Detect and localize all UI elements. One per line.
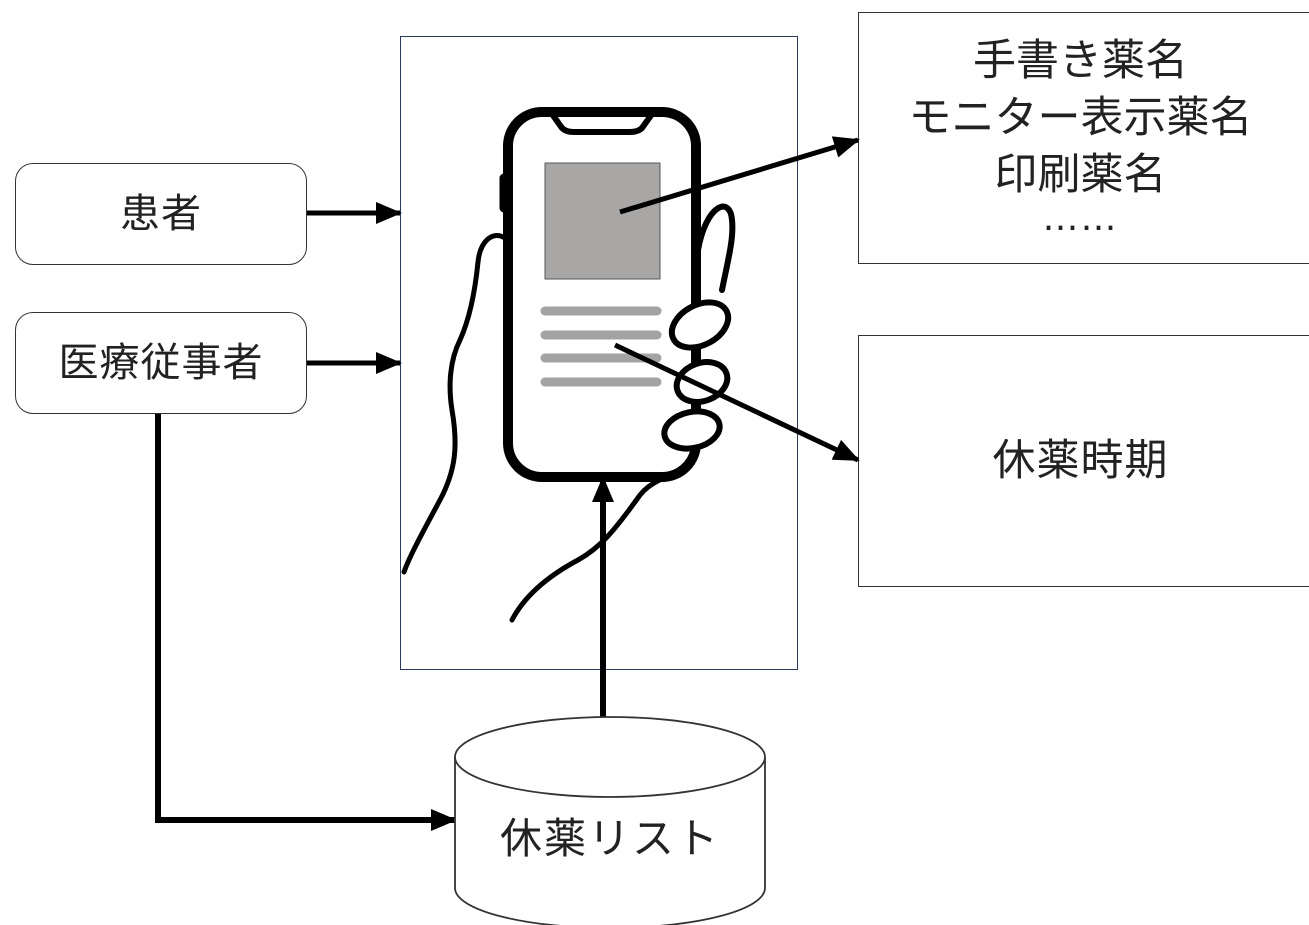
device-frame [400,36,798,670]
arrow-staff-to-list [155,414,457,831]
arrow-screen-to-drug-names [619,136,860,215]
suspension-period-node: 休薬時期 [858,335,1309,587]
drug-name-printed: 印刷薬名 [994,150,1167,200]
drug-name-ellipsis: …… [1042,198,1119,239]
suspension-period-label: 休薬時期 [992,435,1169,486]
smartphone-in-hand-icon [401,107,736,623]
medical-staff-label: 医療従事者 [58,340,264,386]
patient-node: 患者 [15,163,307,265]
suspension-list-label: 休薬リスト [499,814,720,863]
drug-name-monitor: モニター表示薬名 [908,93,1253,143]
patient-label: 患者 [120,191,202,237]
drug-name-handwritten: 手書き薬名 [973,36,1188,86]
arrow-screen-to-period [613,342,860,463]
database-cylinder-icon [454,716,766,925]
medical-staff-node: 医療従事者 [15,312,307,414]
